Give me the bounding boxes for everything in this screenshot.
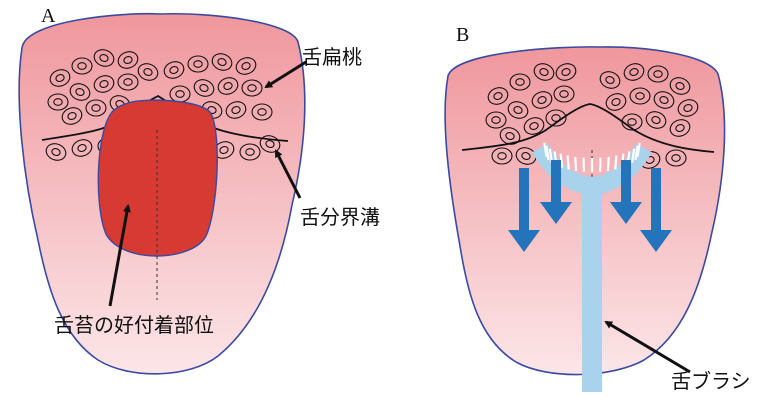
panel-b-letter: B bbox=[456, 24, 469, 46]
bristle bbox=[608, 157, 609, 171]
label-sulcus: 舌分界溝 bbox=[300, 205, 380, 229]
panel-a: A 舌扁桃 舌分界溝 舌苔の好付着部位 bbox=[19, 5, 380, 374]
bristle bbox=[575, 157, 576, 171]
panel-a-letter: A bbox=[41, 5, 56, 27]
label-coating: 舌苔の好付着部位 bbox=[54, 313, 214, 337]
tongue-brush-handle bbox=[582, 186, 602, 392]
label-tonsil: 舌扁桃 bbox=[302, 45, 362, 69]
label-brush: 舌ブラシ bbox=[671, 369, 751, 392]
bristle bbox=[615, 156, 616, 170]
bristle bbox=[568, 156, 569, 170]
coating-area bbox=[98, 100, 217, 256]
panel-b: B 舌ブラシ bbox=[445, 24, 751, 392]
